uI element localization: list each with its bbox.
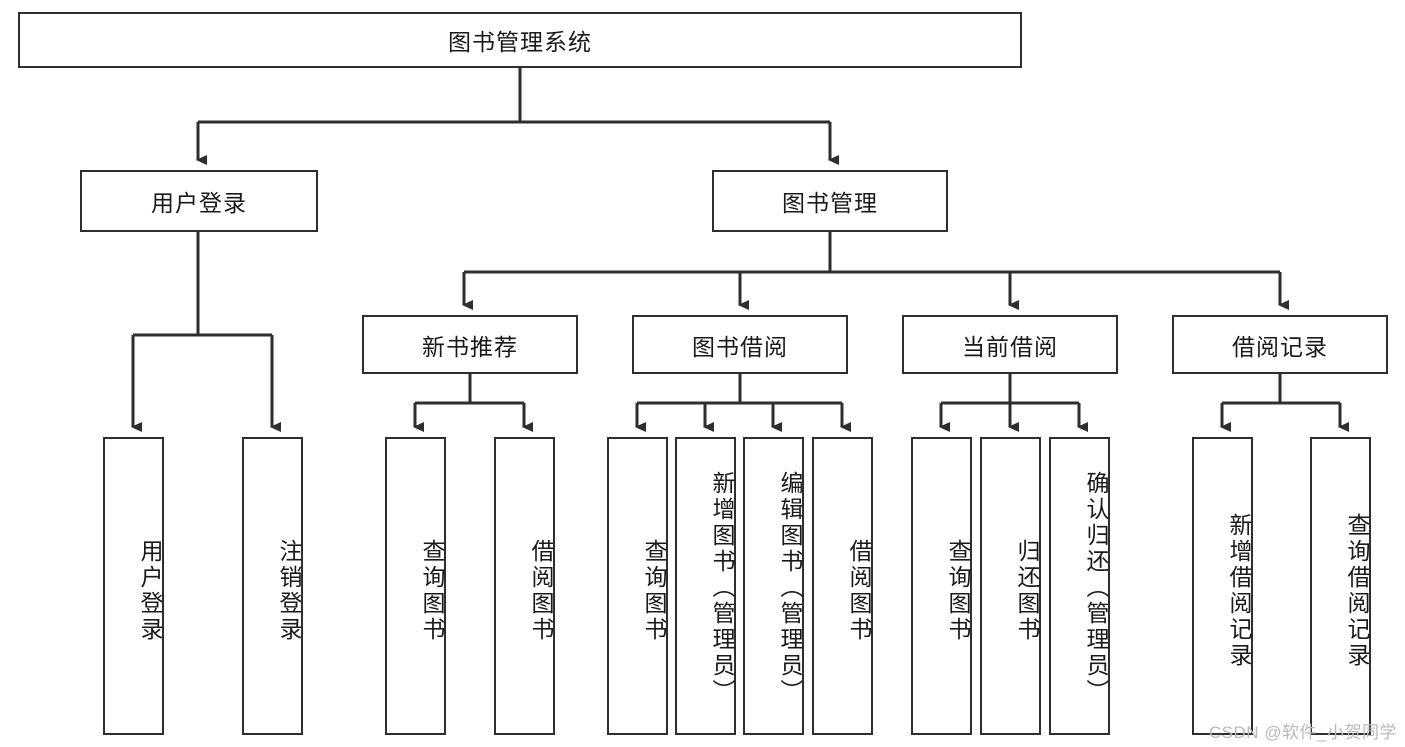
node-label: 新增图书（管理员）: [709, 471, 735, 705]
node-label: 用户登录: [151, 190, 247, 216]
watermark: CSDN @软件_小贺同学: [1208, 723, 1397, 742]
leaf-book-borrow-query[interactable]: 查询图书: [607, 437, 668, 735]
node-label: 借阅图书: [846, 539, 872, 643]
node-user-login[interactable]: 用户登录: [80, 170, 318, 232]
leaf-user-login-signout[interactable]: 注销登录: [242, 437, 303, 735]
node-label: 查询图书: [945, 539, 971, 643]
leaf-book-borrow-edit[interactable]: 编辑图书（管理员）: [743, 437, 804, 735]
node-label: 新书推荐: [422, 333, 518, 360]
leaf-current-borrow-confirm-return[interactable]: 确认归还（管理员）: [1049, 437, 1110, 735]
node-label: 归还图书: [1014, 539, 1040, 643]
node-new-book-recommend[interactable]: 新书推荐: [362, 315, 578, 374]
leaf-borrow-record-query[interactable]: 查询借阅记录: [1310, 437, 1371, 735]
node-label: 确认归还（管理员）: [1083, 471, 1109, 705]
node-label: 借阅记录: [1232, 333, 1328, 360]
leaf-new-book-query[interactable]: 查询图书: [385, 437, 446, 735]
leaf-current-borrow-query[interactable]: 查询图书: [911, 437, 972, 735]
node-label: 查询借阅记录: [1344, 513, 1370, 669]
leaf-new-book-borrow[interactable]: 借阅图书: [494, 437, 555, 735]
node-book-borrow[interactable]: 图书借阅: [632, 315, 848, 374]
node-label: 用户登录: [137, 539, 163, 643]
node-label: 新增借阅记录: [1226, 513, 1252, 669]
leaf-current-borrow-return[interactable]: 归还图书: [980, 437, 1041, 735]
leaf-book-borrow-add[interactable]: 新增图书（管理员）: [675, 437, 736, 735]
node-label: 注销登录: [276, 539, 302, 643]
node-current-borrow[interactable]: 当前借阅: [902, 315, 1118, 374]
node-label: 编辑图书（管理员）: [777, 471, 803, 705]
node-label: 当前借阅: [962, 333, 1058, 360]
node-label: 图书借阅: [692, 333, 788, 360]
node-label: 查询图书: [419, 539, 445, 643]
node-label: 借阅图书: [528, 539, 554, 643]
node-label: 查询图书: [641, 539, 667, 643]
leaf-borrow-record-add[interactable]: 新增借阅记录: [1192, 437, 1253, 735]
leaf-book-borrow-lend[interactable]: 借阅图书: [812, 437, 873, 735]
node-borrow-record[interactable]: 借阅记录: [1172, 315, 1388, 374]
leaf-user-login-signin[interactable]: 用户登录: [103, 437, 164, 735]
node-book-management[interactable]: 图书管理: [712, 170, 948, 232]
node-label: 图书管理系统: [448, 29, 592, 55]
node-label: 图书管理: [782, 190, 878, 216]
node-root[interactable]: 图书管理系统: [18, 12, 1022, 68]
